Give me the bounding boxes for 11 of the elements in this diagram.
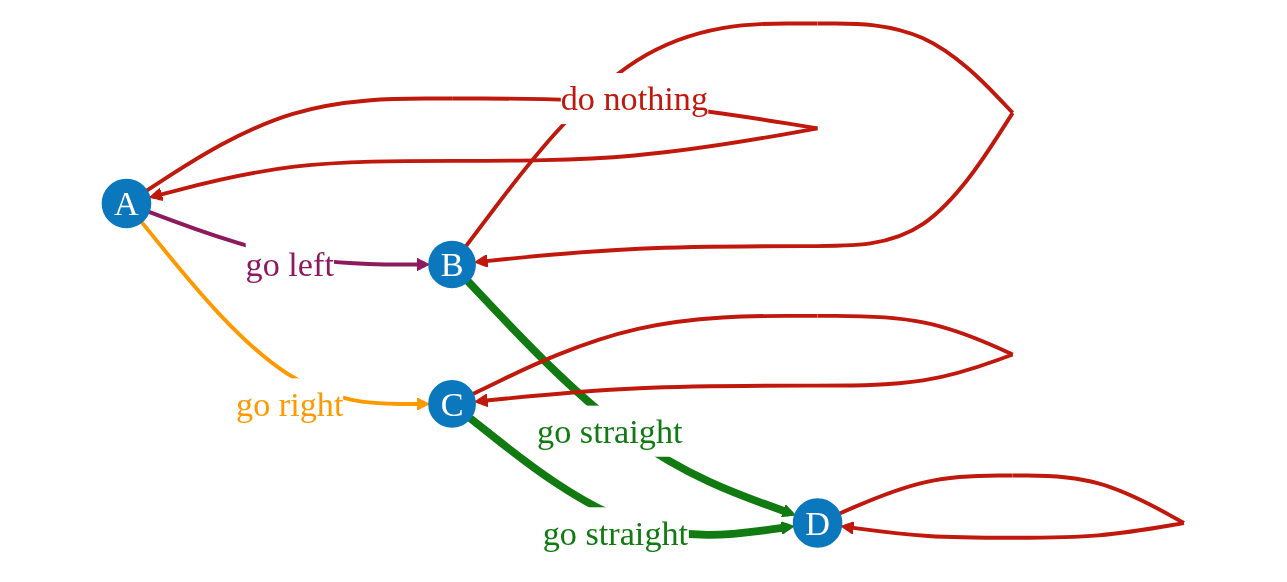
node-circle: C xyxy=(428,380,477,428)
edge-label: go right xyxy=(236,384,344,424)
node-circle: D xyxy=(793,498,843,548)
edge-label: do nothing xyxy=(560,79,709,118)
edge-label: go straight xyxy=(542,513,689,553)
edge-label: go left xyxy=(245,245,335,284)
node-circle: B xyxy=(428,240,477,289)
arrow xyxy=(465,278,796,518)
node-circle: A xyxy=(101,178,152,229)
arrow xyxy=(140,220,430,411)
edge-label: go straight xyxy=(537,411,683,451)
